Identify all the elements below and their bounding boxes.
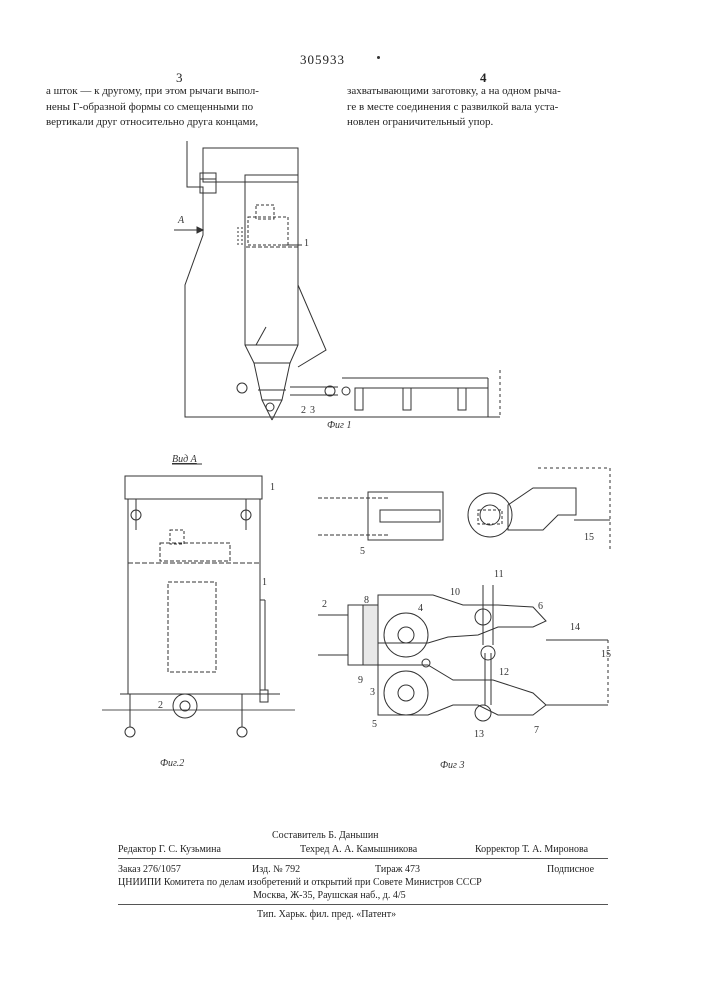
imprint-editor: Редактор Г. С. Кузьмина	[118, 843, 221, 856]
text-line: а шток — к другому, при этом рычаги выпо…	[46, 84, 335, 100]
fig3-label: 10	[450, 587, 460, 598]
view-arrow-a-label: А	[177, 215, 185, 226]
header-dot	[377, 56, 380, 59]
figure-1-drawing: А 1 2 3 Фиг 1	[170, 135, 520, 435]
fig3-label: 6	[538, 601, 543, 612]
fig1-label: 1	[304, 238, 309, 249]
fig3-label: 9	[358, 675, 363, 686]
figure-3-top-view: 5 15	[318, 460, 618, 555]
fig3-label: 15	[601, 649, 611, 660]
fig2-label: 2	[158, 700, 163, 711]
view-a-label: Вид А	[172, 454, 198, 465]
fig2-label: 1	[270, 482, 275, 493]
text-line: нены Г-образной формы со смещенными по	[46, 100, 335, 116]
imprint-subscription: Подписное	[547, 863, 594, 876]
fig3-label: 14	[570, 622, 580, 633]
text-line: захватывающими заготовку, а на одном рыч…	[347, 84, 637, 100]
fig3-label: 3	[370, 687, 375, 698]
imprint-circulation: Тираж 473	[375, 863, 420, 876]
fig1-label: 3	[310, 405, 315, 416]
text-column-left: а шток — к другому, при этом рычаги выпо…	[46, 84, 335, 131]
fig3-label: 12	[499, 667, 509, 678]
imprint-printer: Тип. Харьк. фил. пред. «Патент»	[257, 908, 396, 921]
fig3-label: 7	[534, 725, 539, 736]
imprint-edition: Изд. № 792	[252, 863, 300, 876]
fig3-label: 2	[322, 599, 327, 610]
figure-2-drawing: Вид А 1 1 2 Фиг.2	[100, 450, 305, 770]
fig3-label: 11	[494, 569, 504, 580]
fig1-label: 2	[301, 405, 306, 416]
imprint-institute: ЦНИИПИ Комитета по делам изобретений и о…	[118, 876, 482, 889]
fig2-label: 1	[262, 577, 267, 588]
figure-3-caption: Фиг 3	[440, 760, 464, 771]
imprint-compiler: Составитель Б. Даньшин	[272, 829, 379, 842]
patent-number: 305933	[300, 52, 345, 68]
figure-1-caption: Фиг 1	[327, 420, 351, 431]
fig3-label: 8	[364, 595, 369, 606]
imprint-order: Заказ 276/1057	[118, 863, 181, 876]
imprint-divider	[118, 858, 608, 859]
imprint-address: Москва, Ж-35, Раушская наб., д. 4/5	[253, 889, 406, 902]
fig3-label: 13	[474, 729, 484, 740]
text-line: новлен ограничительный упор.	[347, 115, 637, 131]
text-column-right: захватывающими заготовку, а на одном рыч…	[347, 84, 637, 131]
fig3-label: 15	[584, 532, 594, 543]
text-line: вертикали друг относительно друга концам…	[46, 115, 335, 131]
fig3-label: 5	[372, 719, 377, 730]
figure-3-main-view: 2 8 4 10 11 6 14 15 12 9 3 5 13 7 Фиг 3	[318, 565, 618, 775]
imprint-corrector: Корректор Т. А. Миронова	[475, 843, 588, 856]
imprint-divider	[118, 904, 608, 905]
imprint-techred: Техред А. А. Камышникова	[300, 843, 417, 856]
fig3-label: 5	[360, 546, 365, 555]
figure-2-caption: Фиг.2	[160, 758, 184, 769]
text-line: ге в месте соединения с развилкой вала у…	[347, 100, 637, 116]
fig3-label: 4	[418, 603, 423, 614]
